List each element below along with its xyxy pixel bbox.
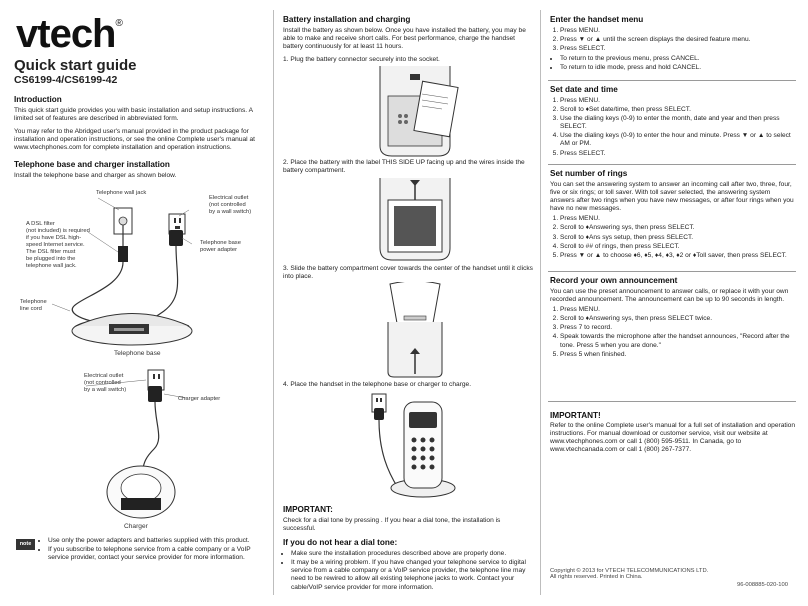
battery-step-4: 4. Place the handset in the telephone ba… (283, 381, 472, 388)
important-heading: IMPORTANT: (283, 505, 333, 514)
menu-bullet: To return to the previous menu, press CA… (560, 55, 795, 63)
battery-step-2: 2. Place the battery with the label THIS… (283, 159, 525, 175)
battery-step-1-illustration (379, 66, 459, 157)
rings-step: Scroll to ## of rings, then press SELECT… (560, 243, 795, 251)
announcement-step: Scroll to ♦Answering sys, then press SEL… (560, 315, 795, 323)
section-divider (548, 271, 796, 272)
datetime-step: Scroll to ♦Set date/time, then press SEL… (560, 106, 795, 114)
intro-paragraph-1: This quick start guide provides you with… (14, 107, 253, 123)
label-charger-adapter: Charger adapter (178, 396, 221, 402)
menu-step: Press ▼ or ▲ until the screen displays t… (560, 36, 795, 44)
label-dsl-filter: A DSL filter (not included) is required … (26, 221, 90, 269)
label-telephone-wall-jack: Telephone wall jack (96, 190, 147, 196)
important-heading: IMPORTANT! (550, 411, 601, 420)
base-install-section: Telephone base and charger installation … (14, 160, 264, 180)
menu-section: Enter the handset menu Press MENU. Press… (550, 15, 795, 73)
datetime-section: Set date and time Press MENU. Scroll to … (550, 85, 795, 159)
rings-section: Set number of rings You can set the answ… (550, 169, 795, 261)
note-list: Use only the power adapters and batterie… (40, 537, 266, 563)
announcement-step: Press 5 when finished. (560, 351, 795, 359)
important-paragraph: Check for a dial tone by pressing . If y… (283, 517, 501, 533)
note-tag: note (16, 539, 35, 550)
base-install-paragraph: Install the telephone base and charger a… (14, 172, 177, 179)
label-electrical-outlet-2: Electrical outlet (not controlled by a w… (84, 373, 127, 393)
dial-tone-important: IMPORTANT: Check for a dial tone by pres… (283, 505, 533, 593)
datetime-step: Press MENU. (560, 97, 795, 105)
announcement-step: Press MENU. (560, 306, 795, 314)
intro-paragraph-2: You may refer to the Abridged user's man… (14, 128, 255, 152)
no-dial-tone-item: It may be a wiring problem. If you have … (291, 559, 533, 591)
rings-step: Press MENU. (560, 215, 795, 223)
battery-section: Battery installation and charging Instal… (283, 15, 533, 51)
battery-step-3: 3. Slide the battery compartment cover t… (283, 265, 533, 281)
section-divider (548, 80, 796, 81)
battery-paragraph: Install the battery as shown below. Once… (283, 27, 526, 51)
datetime-step: Press SELECT. (560, 150, 795, 158)
important-paragraph: Refer to the online Complete user's manu… (550, 422, 796, 454)
rings-step: Scroll to ♦Ans sys setup, then press SEL… (560, 234, 795, 242)
section-divider (548, 401, 796, 402)
model-numbers: CS6199-4/CS6199-42 (14, 74, 118, 86)
base-install-heading: Telephone base and charger installation (14, 160, 170, 169)
copyright: Copyright © 2013 for VTECH TELECOMMUNICA… (550, 568, 709, 580)
no-dial-tone-heading: If you do not hear a dial tone: (283, 538, 398, 548)
datetime-step: Use the dialing keys (0-9) to enter the … (560, 132, 795, 148)
column-divider (273, 10, 274, 595)
announcement-section: Record your own announcement You can use… (550, 276, 795, 360)
rings-step: Press ▼ or ▲ to choose ♦6, ♦5, ♦4, ♦3, ♦… (560, 252, 795, 260)
menu-bullet: To return to idle mode, press and hold C… (560, 64, 795, 72)
document-code: 96-008885-020-100 (737, 582, 788, 588)
announcement-paragraph: You can use the preset announcement to a… (550, 288, 789, 304)
important-section: IMPORTANT! Refer to the online Complete … (550, 411, 795, 454)
menu-step: Press SELECT. (560, 45, 795, 53)
datetime-step: Use the dialing keys (0-9) to enter the … (560, 115, 795, 131)
battery-step-4-illustration (371, 393, 456, 498)
label-base-power-adapter: Telephone base power adapter (200, 240, 241, 253)
battery-step-1: 1. Plug the battery connector securely i… (283, 56, 440, 63)
no-dial-tone-item: Make sure the installation procedures de… (291, 550, 533, 558)
intro-section: Introduction This quick start guide prov… (14, 95, 264, 152)
note-item: If you subscribe to telephone service fr… (48, 546, 266, 562)
label-line-cord: Telephone line cord (20, 299, 47, 312)
charger-installation-illustration (85, 369, 187, 519)
section-divider (548, 164, 796, 165)
rings-heading: Set number of rings (550, 169, 628, 178)
caption-charger: Charger (124, 523, 148, 530)
rings-step: Scroll to ♦Answering sys, then press SEL… (560, 224, 795, 232)
caption-telephone-base: Telephone base (114, 350, 161, 357)
base-installation-illustration (51, 197, 193, 346)
announcement-heading: Record your own announcement (550, 276, 678, 285)
battery-step-3-illustration (387, 282, 443, 378)
battery-step-2-illustration (379, 178, 451, 261)
page-title: Quick start guide (14, 57, 137, 74)
rings-paragraph: You can set the answering system to answ… (550, 181, 794, 213)
announcement-step: Press 7 to record. (560, 324, 795, 332)
column-divider (540, 10, 541, 595)
note-item: Use only the power adapters and batterie… (48, 537, 266, 545)
announcement-step: Speak towards the microphone after the h… (560, 333, 795, 349)
intro-heading: Introduction (14, 95, 62, 104)
battery-heading: Battery installation and charging (283, 15, 411, 24)
menu-step: Press MENU. (560, 27, 795, 35)
vtech-logo: vtech® (16, 12, 123, 56)
datetime-heading: Set date and time (550, 85, 618, 94)
menu-heading: Enter the handset menu (550, 15, 644, 24)
label-electrical-outlet-1: Electrical outlet (not controlled by a w… (209, 195, 252, 215)
